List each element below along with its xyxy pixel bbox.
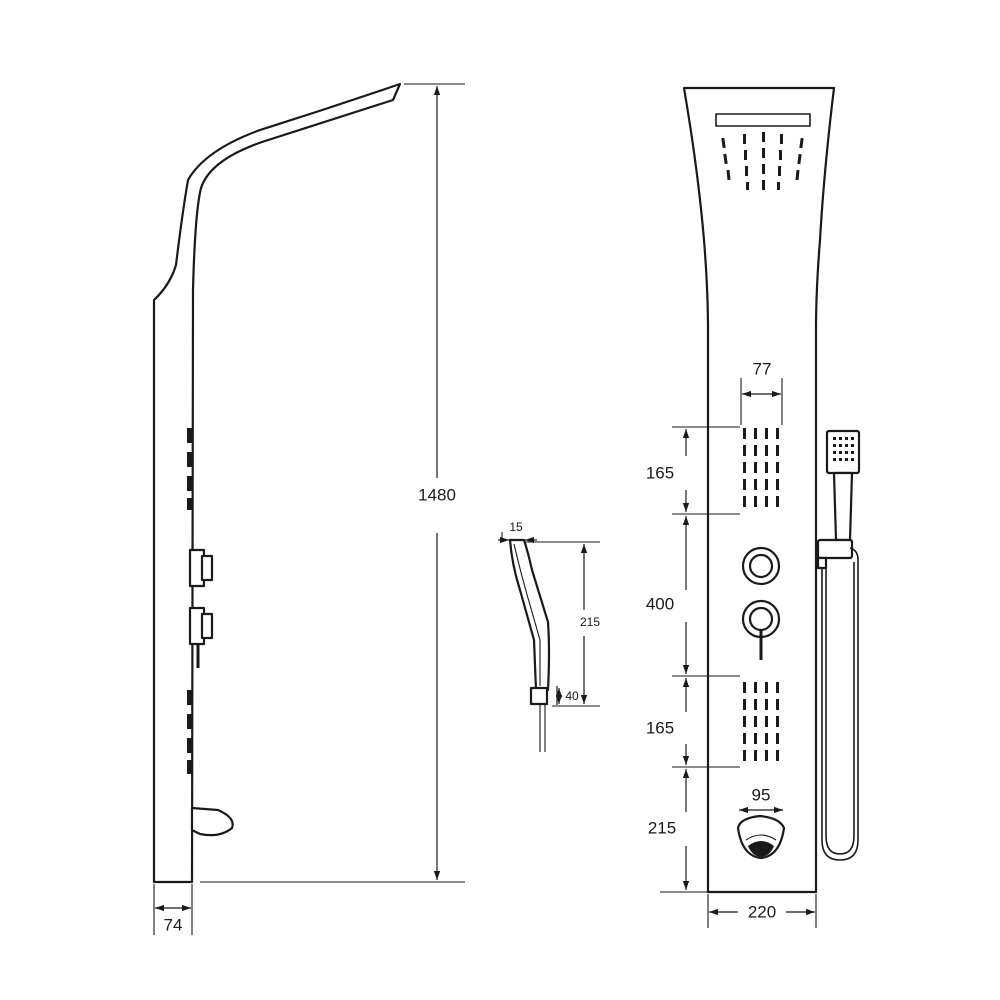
jet-width-dimension-label: 77 bbox=[753, 359, 772, 378]
rain-shower-head bbox=[715, 113, 811, 190]
side-lower-body-jets bbox=[187, 690, 193, 774]
lower-jets-height-label: 165 bbox=[646, 718, 674, 737]
side-upper-body-jets bbox=[187, 428, 193, 510]
front-hand-shower bbox=[816, 429, 861, 861]
holder-dimension-label: 40 bbox=[565, 689, 579, 703]
side-mixer-handle bbox=[188, 606, 214, 668]
side-view: 1480 74 bbox=[152, 82, 465, 935]
front-view-panel-outline bbox=[682, 86, 836, 894]
front-upper-body-jets bbox=[743, 428, 779, 507]
front-lower-body-jets bbox=[743, 682, 779, 761]
hand-shower-detail: 15 215 40 bbox=[498, 520, 600, 752]
side-tub-spout bbox=[190, 806, 234, 837]
front-diverter-knob bbox=[741, 546, 781, 586]
tip-dimension-label: 15 bbox=[509, 520, 523, 534]
hand-shower-holder bbox=[529, 686, 549, 706]
upper-jets-height-label: 165 bbox=[646, 463, 674, 482]
spout-section-height-label: 215 bbox=[648, 818, 676, 837]
height-dimension-label: 1480 bbox=[418, 485, 456, 504]
front-mixer-handle bbox=[741, 599, 781, 660]
panel-width-dimension-label: 220 bbox=[748, 902, 776, 921]
depth-dimension-label: 74 bbox=[164, 915, 183, 934]
hand-shower-body bbox=[508, 538, 551, 692]
front-view: 77 165 400 165 215 95 220 bbox=[646, 86, 861, 928]
side-view-panel-outline bbox=[152, 82, 402, 884]
side-diverter-knob bbox=[188, 548, 214, 588]
hand-shower-length-label: 215 bbox=[580, 615, 600, 629]
front-tub-spout bbox=[736, 814, 786, 860]
spout-width-dimension-label: 95 bbox=[752, 785, 771, 804]
controls-section-height-label: 400 bbox=[646, 594, 674, 613]
